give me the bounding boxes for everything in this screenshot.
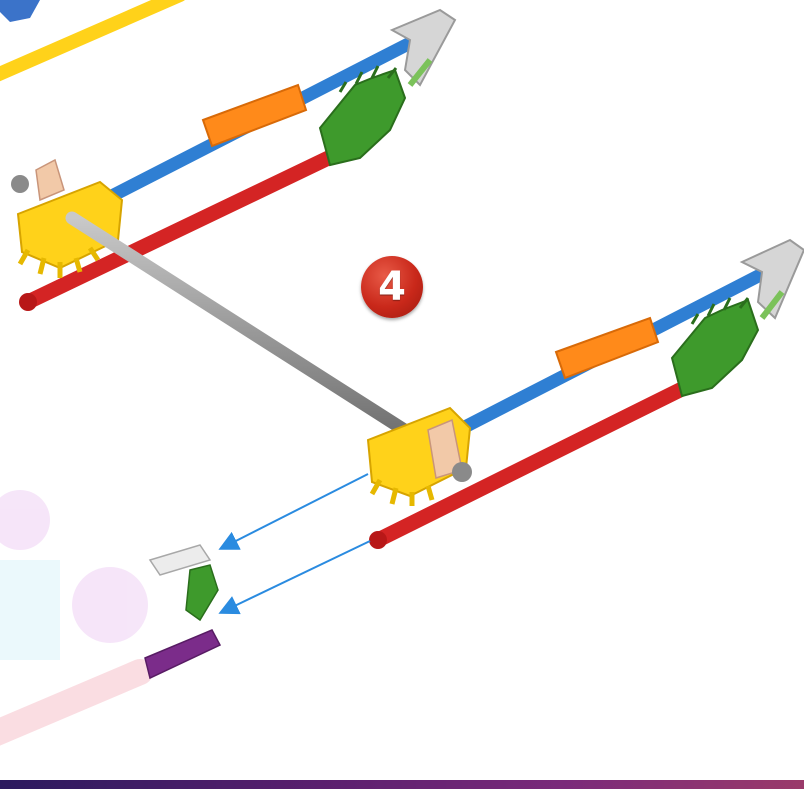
front-side-assembly	[368, 240, 804, 549]
step-number-badge: 4	[361, 256, 423, 318]
blue-connector-corner-icon	[0, 0, 40, 22]
faded-previous-assembly	[0, 490, 148, 740]
back-beige-clip	[11, 160, 64, 200]
green-clip-target	[186, 565, 218, 620]
assembly-arrows-icon	[222, 474, 370, 612]
purple-connector-target	[145, 630, 220, 678]
front-orange-connector	[556, 318, 658, 378]
step-number: 4	[378, 267, 406, 307]
page-bottom-border	[0, 780, 804, 789]
grey-cross-rod	[72, 218, 420, 440]
back-orange-connector	[203, 85, 306, 146]
attachment-target	[145, 545, 220, 678]
previous-step-parts	[0, 0, 180, 78]
arrow-lower	[222, 541, 370, 612]
arrow-upper	[222, 474, 368, 548]
